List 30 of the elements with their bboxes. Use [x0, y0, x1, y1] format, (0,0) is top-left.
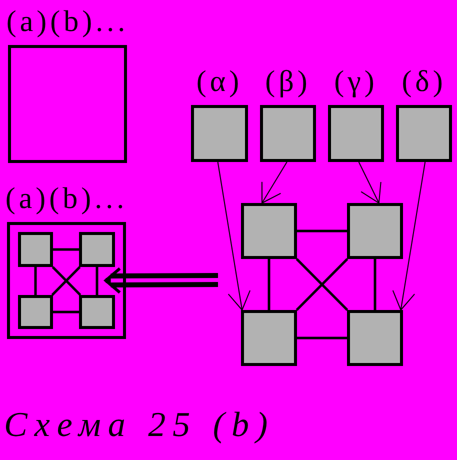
double-line-arrow	[103, 267, 220, 294]
node-heading: (δ)	[402, 65, 446, 98]
arrow	[392, 162, 426, 310]
caption: Схема 25 (b)	[4, 404, 275, 446]
filled-square	[347, 310, 403, 366]
connector-line	[297, 230, 347, 232]
filled-square	[241, 310, 297, 366]
connector-line	[297, 336, 347, 340]
connector-line	[374, 259, 376, 310]
connector-line	[53, 310, 79, 314]
arrow	[261, 162, 288, 204]
cross-lines	[50, 266, 82, 296]
node-heading: (a)(b)...	[6, 5, 129, 38]
connector-line	[268, 259, 270, 310]
filled-square	[241, 203, 297, 259]
connector-line	[53, 248, 79, 251]
node-heading: (γ)	[334, 65, 378, 98]
cross-lines	[295, 258, 349, 312]
connector-line	[34, 267, 37, 295]
node-heading: (a)(b)...	[5, 182, 128, 215]
filled-square	[18, 295, 53, 329]
filled-square	[347, 203, 403, 259]
filled-square	[79, 232, 115, 267]
arrow	[358, 162, 382, 204]
filled-square	[18, 232, 53, 267]
node-heading: (α)	[196, 65, 243, 98]
arrow	[217, 162, 251, 310]
filled-square	[79, 295, 115, 329]
node-heading: (β)	[265, 65, 311, 98]
connector-line	[96, 267, 98, 295]
